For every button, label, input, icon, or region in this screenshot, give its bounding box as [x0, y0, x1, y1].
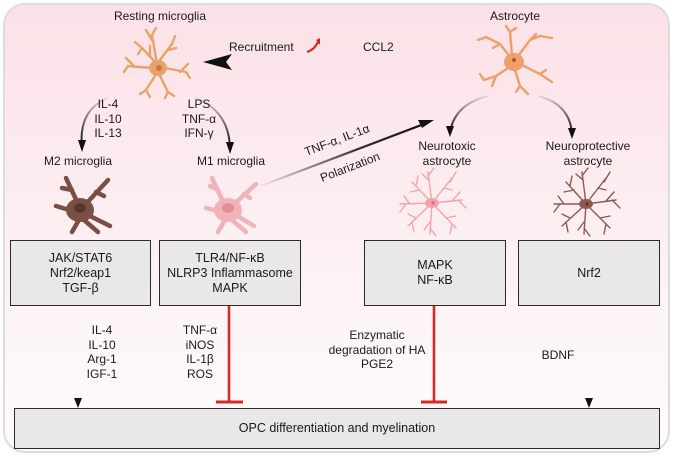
inducer-item: IL-4	[97, 97, 119, 111]
m2-pathway-box: JAK/STAT6 Nrf2/keap1 TGF-β	[10, 240, 151, 306]
neuroprotective-promote-arrow	[585, 305, 593, 408]
factor-item: IL-10	[88, 337, 116, 352]
factor-item: Arg-1	[87, 352, 117, 366]
inducer-item: IL-10	[94, 111, 122, 126]
neuroprotective-astrocyte-cell	[553, 167, 621, 237]
neurotoxic-inhibit-bar	[421, 305, 447, 404]
m2-secreted-factors: IL-4 IL-10 Arg-1 IGF-1	[82, 323, 122, 381]
neurotoxic-label-line: Neurotoxic	[418, 139, 476, 153]
neuroprotective-arc-arrow	[537, 95, 576, 139]
m1-pathway-box: TLR4/NF-κB NLRP3 Inflammasome MAPK	[159, 240, 301, 306]
m2-arc-arrow	[78, 97, 109, 152]
pathway-item: MAPK	[417, 258, 453, 272]
diagram-panel	[3, 3, 670, 453]
resting-microglia-cell	[122, 26, 192, 100]
m1-microglia-label: M1 microglia	[196, 154, 265, 168]
neuroprotective-astrocyte-label: Neuroprotective astrocyte	[533, 139, 643, 168]
factor-item: iNOS	[185, 337, 215, 352]
factor-item: IL-1β	[186, 352, 214, 366]
outcome-label: OPC differentiation and myelination	[238, 421, 436, 435]
astrocyte-label: Astrocyte	[489, 9, 540, 23]
neuroprotective-pathway-box: Nrf2	[518, 240, 660, 306]
factor-item: BDNF	[541, 348, 575, 362]
inducer-item: TNF-α	[181, 111, 217, 126]
inducer-item: IFN-γ	[184, 126, 214, 140]
resting-microglia-label: Resting microglia	[113, 9, 207, 23]
upregulation-icon	[306, 41, 319, 53]
inducer-item: LPS	[187, 97, 211, 111]
neurotoxic-secreted-factors: Enzymatic degradation of HA PGE2	[322, 328, 432, 372]
pathway-item: TGF-β	[62, 280, 99, 295]
upregulation-arrowhead	[316, 38, 320, 45]
outcome-box: OPC differentiation and myelination	[14, 408, 660, 449]
factor-item: IGF-1	[86, 366, 118, 381]
factor-item: TNF-α	[182, 323, 218, 337]
neurotoxic-label-line: astrocyte	[422, 153, 472, 168]
factor-item: ROS	[186, 366, 213, 381]
neurotoxic-astrocyte-cell	[399, 167, 467, 237]
factor-item: Enzymatic	[349, 328, 405, 342]
neuroprotective-label-line: astrocyte	[563, 153, 613, 168]
pathway-item: Nrf2/keap1	[49, 265, 112, 280]
pathway-item: MAPK	[212, 280, 248, 295]
m1-secreted-factors: TNF-α iNOS IL-1β ROS	[178, 323, 222, 381]
astrocyte-cell	[476, 24, 554, 96]
pathway-item: JAK/STAT6	[48, 250, 113, 265]
neurotoxic-astrocyte-label: Neurotoxic astrocyte	[397, 139, 497, 168]
factor-item: degradation of HA	[328, 342, 426, 357]
recruitment-label: Recruitment	[229, 40, 294, 54]
pathway-item: TLR4/NF-κB	[195, 250, 265, 265]
inducer-item: IL-13	[94, 126, 122, 140]
factor-item: IL-4	[91, 323, 113, 337]
neuroprotective-secreted-factors: BDNF	[538, 348, 578, 363]
m2-microglia-label: M2 microglia	[43, 154, 112, 168]
m2-inducers: IL-4 IL-10 IL-13	[88, 97, 128, 141]
recruitment-arrow	[203, 54, 475, 70]
neurotoxic-pathway-box: MAPK NF-κB	[364, 240, 506, 306]
pathway-item: Nrf2	[577, 265, 601, 280]
ccl2-label: CCL2	[363, 40, 394, 54]
m1-arc-arrow	[195, 97, 234, 154]
factor-item: PGE2	[360, 357, 393, 371]
pathway-item: NLRP3 Inflammasome	[167, 265, 293, 280]
polarization-arrow	[257, 120, 434, 189]
m2-promote-arrow	[74, 305, 82, 408]
m2-microglia-cell	[53, 175, 113, 235]
pathway-item: NF-κB	[417, 273, 453, 287]
m1-inhibit-bar	[216, 305, 243, 404]
m1-microglia-cell	[203, 175, 259, 235]
neuroprotective-label-line: Neuroprotective	[545, 139, 631, 153]
m1-inducers: LPS TNF-α IFN-γ	[176, 97, 222, 141]
neurotoxic-arc-arrow	[446, 95, 489, 137]
